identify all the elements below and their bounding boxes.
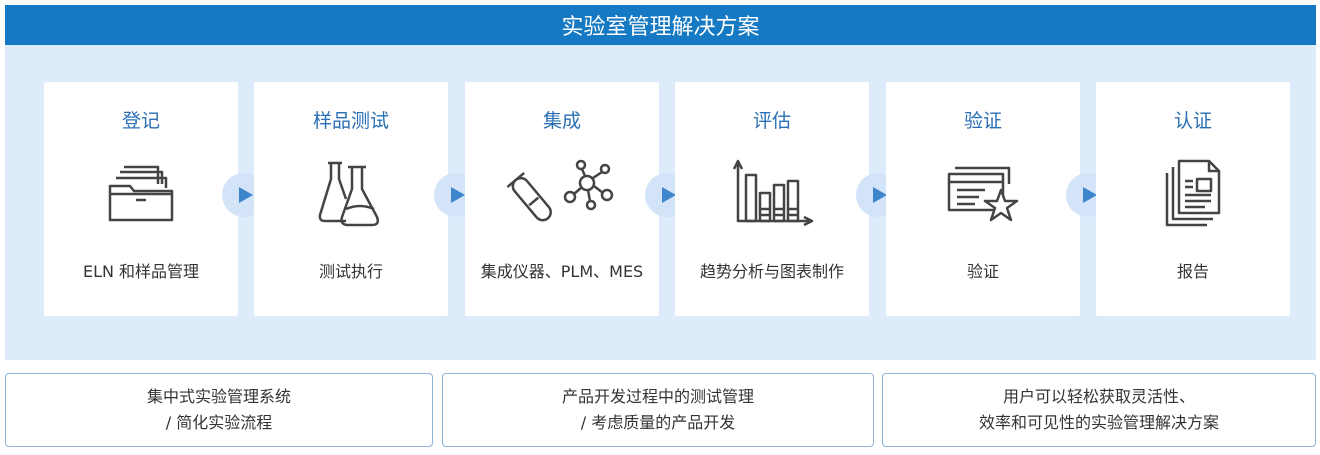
certificate-star-icon [886,154,1080,234]
step-card-verification: 验证 验证 [886,82,1080,316]
step-desc: ELN 和样品管理 [82,262,200,281]
summary-line: / 简化实验流程 [165,413,273,432]
step-card-sample-testing: 样品测试 测试执行 [254,82,448,316]
step-title: 集成 [542,110,581,132]
folder-icon [44,154,238,234]
header-banner: 实验室管理解决方案 [5,5,1316,45]
step-title: 样品测试 [312,110,389,132]
test-tube-molecule-icon [465,154,659,234]
step-card-register: 登记 ELN 和样品管理 [44,82,238,316]
step-desc: 集成仪器、PLM、MES [480,262,644,281]
step-title: 认证 [1173,110,1212,132]
step-card-evaluation: 评估 趋势分析与图表制作 [675,82,869,316]
flasks-icon [254,154,448,234]
step-desc: 测试执行 [318,262,383,281]
step-desc: 趋势分析与图表制作 [699,262,844,281]
step-title: 验证 [963,110,1002,132]
step-desc: 报告 [1176,262,1209,281]
step-card-integration: 集成 集成仪器、PLM、MES [465,82,659,316]
step-title: 登记 [121,110,160,132]
page-title: 实验室管理解决方案 [561,15,760,40]
summary-box: 集中式实验管理系统 / 简化实验流程 [5,373,433,447]
step-title: 评估 [752,110,791,132]
report-icon [1096,154,1290,234]
step-card-certification: 认证 报告 [1096,82,1290,316]
summary-box: 产品开发过程中的测试管理 / 考虑质量的产品开发 [442,373,874,447]
summary-line: 用户可以轻松获取灵活性、 [1002,387,1195,406]
bar-chart-icon [675,154,869,234]
step-desc: 验证 [966,262,999,281]
summary-line: 产品开发过程中的测试管理 [561,387,754,406]
summary-line: / 考虑质量的产品开发 [580,413,736,432]
summary-box: 用户可以轻松获取灵活性、 效率和可见性的实验管理解决方案 [882,373,1316,447]
summary-line: 效率和可见性的实验管理解决方案 [978,413,1219,432]
summary-line: 集中式实验管理系统 [146,387,291,406]
